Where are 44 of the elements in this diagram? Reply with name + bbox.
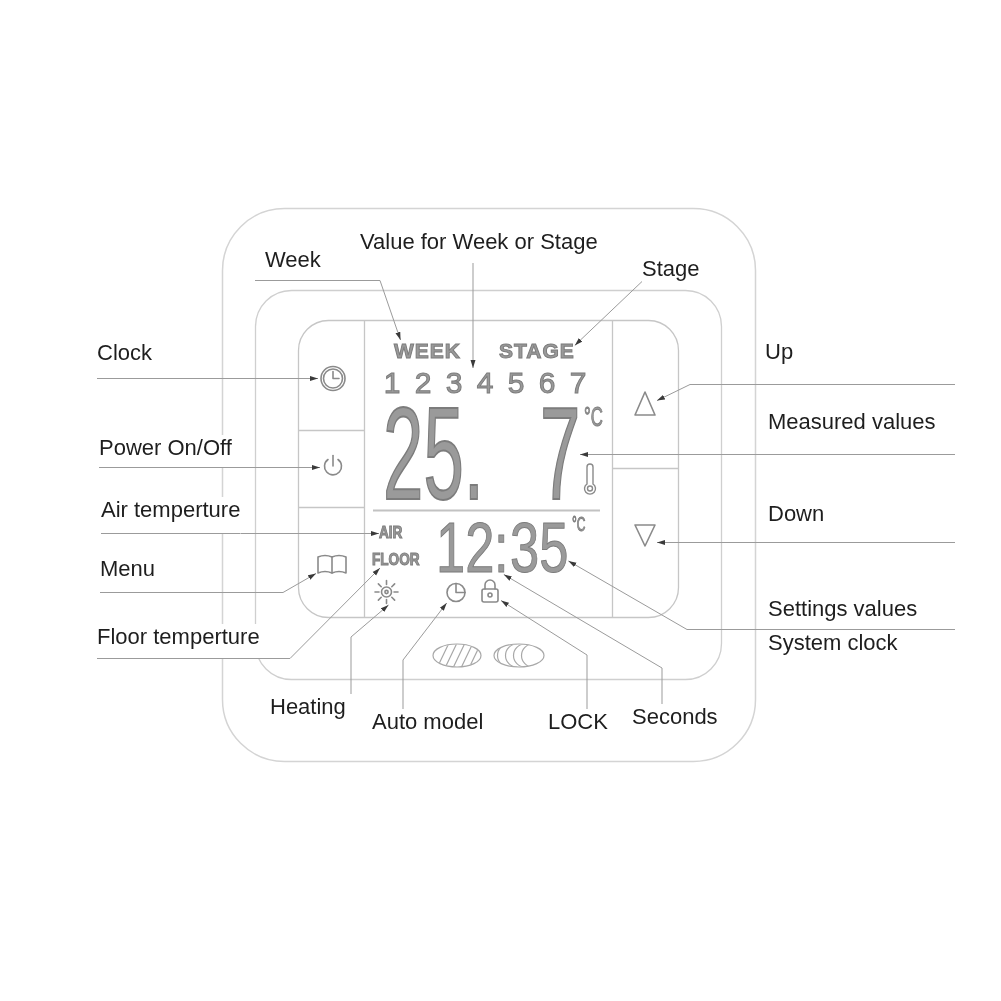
day-number: 2: [413, 368, 433, 398]
book-icon: [316, 553, 348, 575]
padlock-icon: [479, 577, 501, 604]
leader-line: [503, 574, 663, 705]
sun-icon: [374, 579, 399, 605]
callout-label: Air temperture: [101, 497, 241, 534]
leader-line: [320, 280, 401, 341]
lcd-label: FLOOR: [372, 551, 420, 568]
unit-label: °C: [572, 516, 586, 532]
clock-icon: [318, 365, 348, 392]
up-triangle-icon: [633, 390, 657, 417]
leader-line: [574, 281, 643, 346]
leader-line: [656, 384, 766, 402]
lcd-label: AIR: [379, 524, 403, 541]
lcd-label: STAGE: [499, 340, 575, 361]
day-number: 7: [568, 368, 588, 398]
lcd-digits: 12: [436, 522, 495, 575]
down-triangle-icon: [633, 523, 657, 548]
lcd-digits: 25.: [383, 404, 484, 503]
day-number: 4: [475, 368, 495, 398]
lcd-label: WEEK: [394, 340, 461, 361]
leader-line: [231, 465, 321, 470]
lcd-digits: 35: [510, 522, 569, 575]
leader-line: [259, 567, 381, 659]
day-number: 3: [444, 368, 464, 398]
lcd-digits: 7: [539, 404, 580, 503]
callout-label: Power On/Off: [99, 435, 232, 468]
day-number: 6: [537, 368, 557, 398]
day-number: 1: [382, 368, 402, 398]
leader-line: [567, 560, 769, 630]
leader-line: [402, 602, 448, 710]
leader-line: [500, 600, 588, 710]
leader-line: [579, 452, 769, 457]
leader-line: [151, 376, 319, 381]
leader-line: [154, 573, 317, 593]
unit-label: °C: [584, 406, 603, 429]
leader-line: [656, 540, 769, 545]
day-number: 5: [506, 368, 526, 398]
leader-line: [239, 531, 380, 536]
leader-line: [470, 262, 476, 369]
lcd-digits: :: [494, 522, 509, 575]
clock-icon: [445, 582, 467, 603]
callout-label: Floor temperture: [97, 624, 260, 659]
leader-line: [350, 604, 389, 695]
